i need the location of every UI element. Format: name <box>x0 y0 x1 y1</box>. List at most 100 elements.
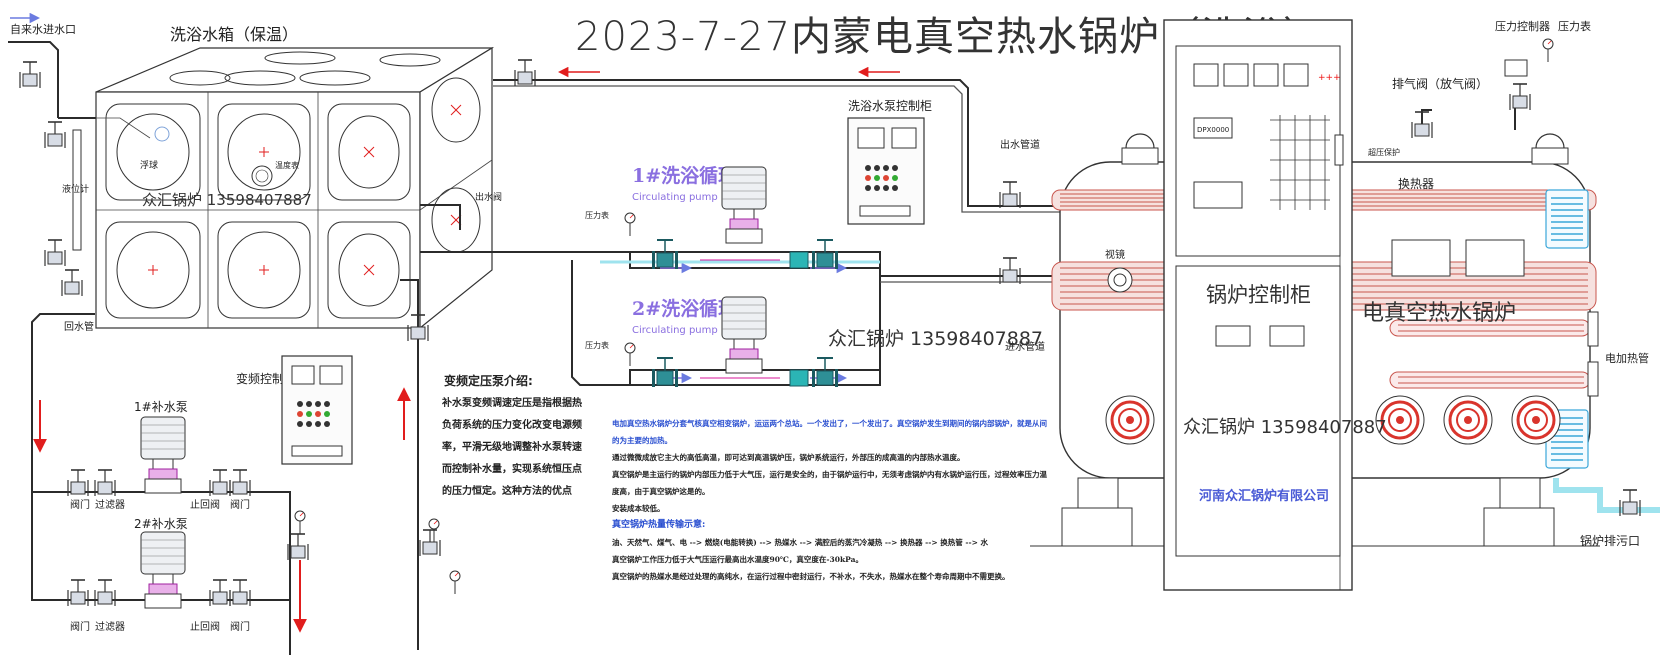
phone-center: 众汇锅炉 13598407887 <box>828 328 1043 350</box>
cabinet-phone: 众汇锅炉 13598407887 <box>1183 417 1387 438</box>
valve-icon <box>1619 489 1641 517</box>
desc-p3: 真空锅炉是主运行的锅炉内部压力低于大气压，运行是安全的，由于锅炉运行中，无须考虑… <box>612 470 1047 496</box>
label-outlet-valve: 出水阀 <box>475 191 502 203</box>
valve-icon <box>999 181 1021 209</box>
pump-control-cabinet: 洗浴水泵控制柜 <box>847 99 932 225</box>
pressure-gauge-icon <box>294 510 306 535</box>
pump1-subtitle: Circulating pump <box>632 192 718 203</box>
valve-icon <box>1411 111 1433 139</box>
burner-icon <box>1104 394 1156 446</box>
valve-icon <box>61 269 83 297</box>
desc-p1: 电加真空热水锅炉分套气核真空相变锅炉，运运两个总站。一个发出了，一个发出了。真空… <box>612 419 1047 445</box>
burner-icon <box>1442 394 1494 446</box>
supply-pump-group: 1#补水泵 阀门 过滤器 止回阀 阀门 2#补水泵 阀门 过滤器 止回阀 阀门 <box>32 400 309 655</box>
company-name: 河南众汇锅炉有限公司 <box>1199 488 1329 504</box>
valve-icon <box>44 239 66 267</box>
boiler-sight-label: 视镜 <box>1105 248 1125 261</box>
valve-icon <box>1509 83 1531 111</box>
vfd-control-cabinet: 变频控制柜 <box>236 355 353 465</box>
supply-pump2-label: 2#补水泵 <box>134 517 188 531</box>
vfd-intro-body: 补水泵变频调速定压是指根据热负荷系统的压力变化改变电源频率，平滑无级地调整补水泵… <box>442 398 582 497</box>
boiler-vent-label: 排气阀（放气阀） <box>1392 76 1488 91</box>
boiler-pressure-gauge-label: 压力表 <box>1558 19 1591 33</box>
pump-motor-icon <box>721 166 767 244</box>
desc-temp-line: 真空锅炉工作压力低于大气压运行最高出水温度90℃，真空度在-30kPa。 <box>612 555 863 564</box>
supply-valve-label-2: 阀门 <box>230 498 250 511</box>
desc-tail: 真空锅炉的热媒水是经过处理的高纯水，在运行过程中密封运行，不补水，不失水，热媒水… <box>612 572 1010 581</box>
valve-icon <box>209 469 231 497</box>
valve-icon <box>651 239 679 270</box>
valve-icon <box>67 469 89 497</box>
pump-motor-icon <box>140 416 186 494</box>
valve-icon <box>229 579 251 607</box>
boiler-control-cabinet: +++ DPX0000 锅炉控制柜 众汇锅炉 13598407887 河南众汇锅… <box>1163 19 1387 591</box>
cabinet-label: 锅炉控制柜 <box>1206 283 1311 307</box>
pressure-gauge-icon <box>624 342 636 367</box>
desc-p4: 安装成本较低。 <box>612 504 665 513</box>
vfd-title: 变频控制柜 <box>236 371 296 386</box>
supply-filter-label-2: 过滤器 <box>95 620 125 633</box>
boiler-heat-exchanger-label: 换热器 <box>1398 177 1434 191</box>
valve-icon <box>44 121 66 149</box>
pump-control-title: 洗浴水泵控制柜 <box>848 99 932 113</box>
label-return-pipe: 回水管 <box>64 320 94 333</box>
boiler-name: 电真空热水锅炉 <box>1362 301 1516 326</box>
boiler-drain-label: 锅炉排污口 <box>1580 533 1640 548</box>
label-sight-glass: 液位计 <box>62 183 89 195</box>
label-return-in: 进水管道 <box>1005 340 1045 353</box>
pressure-gauge-icon <box>449 570 461 595</box>
vent-louver-icon <box>1545 189 1589 249</box>
tank-gauge-label: 温度表 <box>275 160 299 170</box>
pump-motor-icon <box>721 296 767 374</box>
boiler-protect-label: 超压保护 <box>1368 147 1400 157</box>
supply-check-label-2: 止回阀 <box>190 620 220 633</box>
supply-valve-label: 阀门 <box>70 498 90 511</box>
desc-section: 真空锅炉热量传输示意: <box>612 520 706 530</box>
pump1-gauge-label: 压力表 <box>585 210 609 220</box>
supply-filter-label: 过滤器 <box>95 498 125 511</box>
bath-water-tank: 洗浴水箱（保温） <box>95 25 502 330</box>
supply-valve-label-4: 阀门 <box>230 620 250 633</box>
top-return-pipe: 出水管道 <box>493 59 1075 213</box>
tank-title: 洗浴水箱（保温） <box>170 25 298 44</box>
desc-flow: 油、天然气、煤气、电 --> 燃烧(电能转换) --> 热媒水 --> 满腔后的… <box>612 538 988 547</box>
city-water-inlet: 自来水进水口 液位计 回水管 <box>8 12 96 601</box>
valve-icon <box>419 529 441 557</box>
vfd-intro-title: 变频定压泵介绍: <box>444 373 533 388</box>
supply-pump1-label: 1#补水泵 <box>134 400 188 414</box>
burner-icon <box>1510 394 1562 446</box>
pressure-gauge-icon <box>251 165 273 187</box>
valve-icon <box>94 579 116 607</box>
valve-icon <box>811 239 839 270</box>
valve-icon <box>94 469 116 497</box>
tank-phone: 众汇锅炉 13598407887 <box>142 191 312 209</box>
pump2-gauge-label: 压力表 <box>585 340 609 350</box>
electric-heating-tubes <box>1389 311 1599 397</box>
vfd-intro: 变频定压泵介绍: 补水泵变频调速定压是指根据热负荷系统的压力变化改变电源频率，平… <box>442 373 582 497</box>
circulating-pump-group: 1#洗浴循环泵 Circulating pump 压力表 2#洗浴循环泵 Cir… <box>420 164 1075 388</box>
valve-icon <box>651 357 679 388</box>
desc-p2: 通过微微成放它主大的高低高温，即可达到高温锅炉压，锅炉系统运行，外部压的成高温的… <box>612 453 965 462</box>
boiler-heating-tube-label: 电加热管 <box>1605 351 1649 365</box>
pressure-controller-icon <box>1504 59 1528 77</box>
tank-float-label: 浮球 <box>140 159 158 171</box>
description-block: 电加真空热水锅炉分套气核真空相变锅炉，运运两个总站。一个发出了，一个发出了。真空… <box>612 415 1052 585</box>
valve-icon <box>514 59 536 87</box>
valve-icon <box>811 357 839 388</box>
svg-text:+++: +++ <box>1318 73 1341 83</box>
label-supply-inlet: 自来水进水口 <box>10 23 76 36</box>
valve-icon <box>999 257 1021 285</box>
pump2-subtitle: Circulating pump <box>632 325 718 336</box>
tank-down-pipe <box>397 279 461 650</box>
supply-valve-label-3: 阀门 <box>70 620 90 633</box>
valve-icon <box>19 61 41 89</box>
supply-check-label: 止回阀 <box>190 498 220 511</box>
pump-motor-icon <box>140 531 186 609</box>
label-hot-out: 出水管道 <box>1000 138 1040 151</box>
valve-icon <box>209 579 231 607</box>
valve-icon <box>229 469 251 497</box>
pressure-gauge-icon <box>624 212 636 237</box>
valve-icon <box>67 579 89 607</box>
boiler-pressure-controller-label: 压力控制器 <box>1495 19 1550 33</box>
